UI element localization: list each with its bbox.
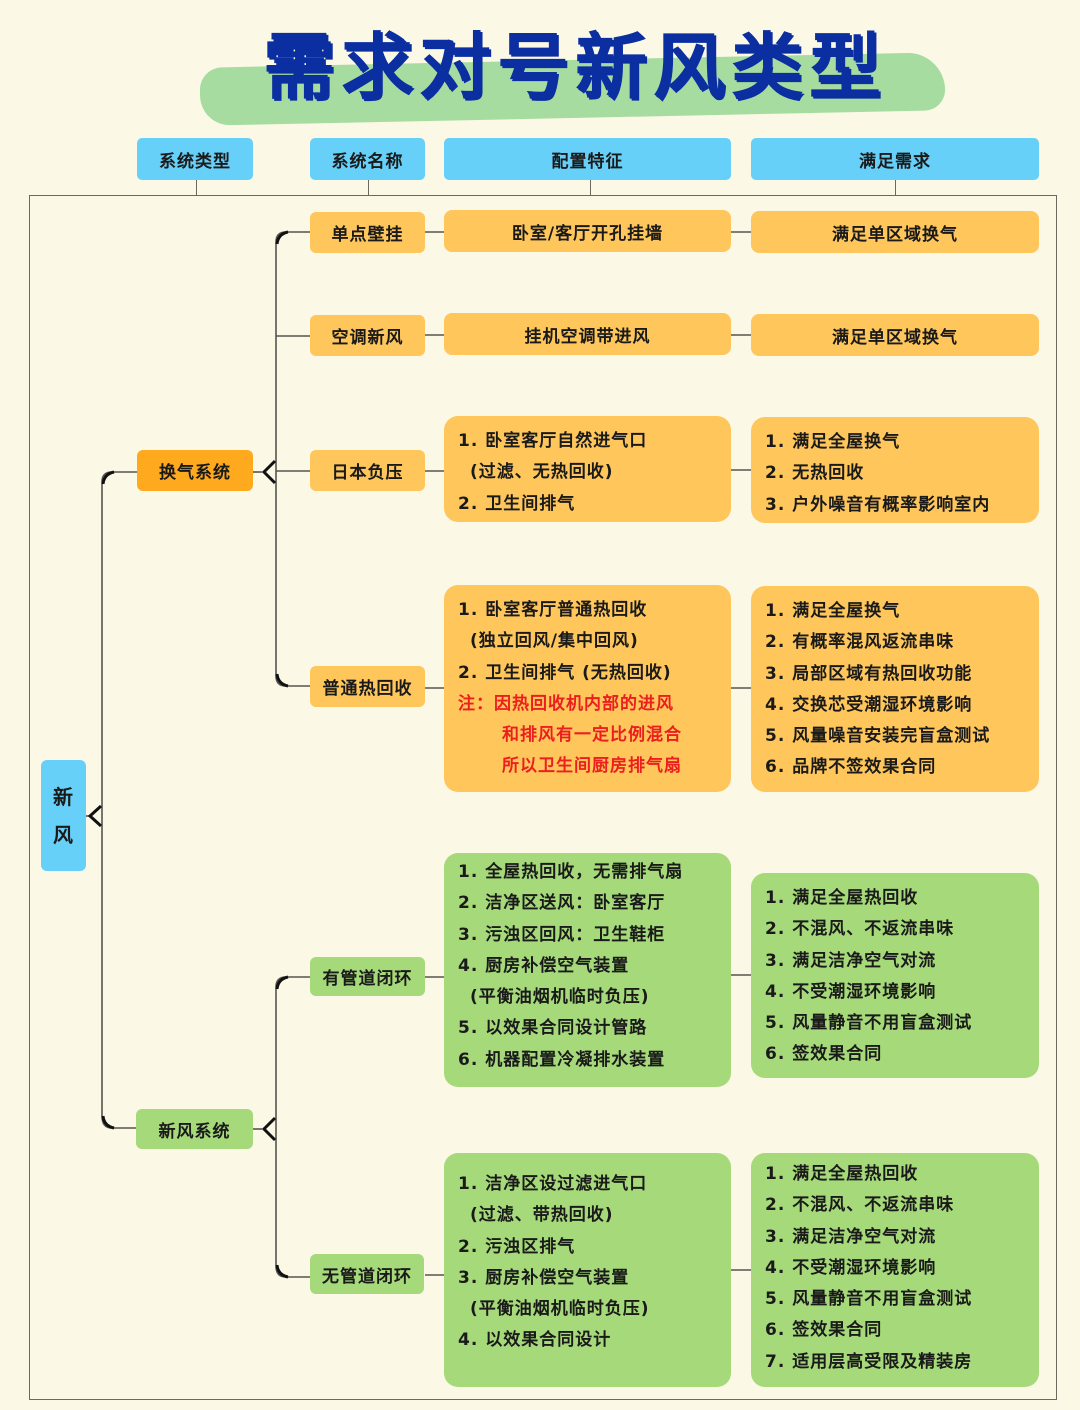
system-node-wall-mounted: 单点壁挂	[310, 212, 425, 253]
config-item: 2. 卫生间排气 (无热回收)	[458, 662, 672, 683]
needs-item: 6. 签效果合同	[765, 1320, 883, 1341]
needs-item: 2. 无热回收	[765, 463, 865, 484]
config-item: 6. 机器配置冷凝排水装置	[458, 1049, 666, 1070]
header-connector	[368, 180, 369, 195]
config-item: (平衡油烟机临时负压)	[470, 1299, 650, 1320]
system-node-ductless-closed-loop: 无管道闭环	[310, 1254, 424, 1294]
config-item: 1. 卧室客厅自然进气口	[458, 431, 648, 451]
config-item: (过滤、带热回收)	[470, 1205, 614, 1226]
config-item: 5. 以效果合同设计管路	[458, 1018, 648, 1039]
config-box: 挂机空调带进风	[444, 313, 731, 355]
config-item: 3. 污浊区回风：卫生鞋柜	[458, 924, 666, 945]
config-item: (独立回风/集中回风)	[470, 631, 639, 652]
needs-box: 1. 满足全屋热回收 2. 不混风、不返流串味 3. 满足洁净空气对流 4. 不…	[751, 1153, 1039, 1387]
note-text: 所以卫生间厨房排气扇	[502, 756, 682, 777]
needs-item: 3. 满足洁净空气对流	[765, 950, 937, 971]
header-needs: 满足需求	[751, 138, 1039, 180]
header-config: 配置特征	[444, 138, 731, 180]
needs-item: 6. 签效果合同	[765, 1044, 883, 1065]
root-label-line: 风	[53, 822, 74, 847]
config-box: 卧室/客厅开孔挂墙	[444, 210, 731, 252]
root-node: 新 风	[41, 760, 86, 871]
needs-item: 7. 适用层高受限及精装房	[765, 1351, 973, 1372]
config-item: 1. 全屋热回收，无需排气扇	[458, 862, 684, 882]
category-fresh-air: 新风系统	[136, 1109, 253, 1149]
header-system-name: 系统名称	[310, 138, 425, 180]
note-text: 注：因热回收机内部的进风	[458, 693, 674, 714]
needs-item: 3. 户外噪音有概率影响室内	[765, 494, 991, 515]
needs-item: 4. 不受潮湿环境影响	[765, 981, 937, 1002]
needs-item: 5. 风量噪音安装完盲盒测试	[765, 726, 991, 747]
config-item: 2. 卫生间排气	[458, 493, 576, 514]
header-connector	[196, 180, 197, 195]
needs-box: 1. 满足全屋换气 2. 无热回收 3. 户外噪音有概率影响室内	[751, 417, 1039, 523]
needs-item: 6. 品牌不签效果合同	[765, 757, 937, 778]
needs-item: 5. 风量静音不用盲盒测试	[765, 1289, 973, 1310]
needs-item: 2. 不混风、不返流串味	[765, 919, 955, 940]
system-node-ac-fresh-air: 空调新风	[310, 315, 425, 356]
needs-item: 1. 满足全屋热回收	[765, 1164, 919, 1184]
header-connector	[895, 180, 896, 195]
system-node-ordinary-heat-recovery: 普通热回收	[310, 666, 425, 707]
config-item: 4. 厨房补偿空气装置	[458, 955, 630, 976]
config-box: 1. 卧室客厅自然进气口 (过滤、无热回收) 2. 卫生间排气	[444, 416, 731, 522]
config-item: 4. 以效果合同设计	[458, 1330, 612, 1351]
header-connector	[590, 180, 591, 195]
config-item: (过滤、无热回收)	[470, 462, 614, 483]
system-node-ducted-closed-loop: 有管道闭环	[310, 957, 425, 996]
needs-box: 满足单区域换气	[751, 314, 1039, 356]
config-item: 1. 洁净区设过滤进气口	[458, 1174, 648, 1194]
config-item: 3. 厨房补偿空气装置	[458, 1267, 630, 1288]
needs-box: 满足单区域换气	[751, 211, 1039, 253]
config-box: 1. 洁净区设过滤进气口 (过滤、带热回收) 2. 污浊区排气 3. 厨房补偿空…	[444, 1153, 731, 1387]
config-box: 1. 卧室客厅普通热回收 (独立回风/集中回风) 2. 卫生间排气 (无热回收)…	[444, 585, 731, 792]
needs-box: 1. 满足全屋换气 2. 有概率混风返流串味 3. 局部区域有热回收功能 4. …	[751, 586, 1039, 792]
needs-item: 1. 满足全屋换气	[765, 432, 901, 452]
config-box: 1. 全屋热回收，无需排气扇 2. 洁净区送风：卧室客厅 3. 污浊区回风：卫生…	[444, 853, 731, 1087]
needs-item: 3. 局部区域有热回收功能	[765, 663, 973, 684]
config-item: 1. 卧室客厅普通热回收	[458, 600, 648, 620]
needs-item: 1. 满足全屋热回收	[765, 888, 919, 908]
needs-item: 1. 满足全屋换气	[765, 601, 901, 621]
title-banner: 需求对号新风类型	[190, 18, 960, 126]
needs-item: 4. 交换芯受潮湿环境影响	[765, 694, 973, 715]
note-text: 和排风有一定比例混合	[502, 725, 682, 746]
needs-item: 3. 满足洁净空气对流	[765, 1226, 937, 1247]
system-node-japanese-negative-pressure: 日本负压	[310, 450, 425, 491]
root-label-line: 新	[53, 784, 74, 809]
needs-item: 2. 不混风、不返流串味	[765, 1195, 955, 1216]
diagram-frame	[29, 195, 1057, 1400]
page-title: 需求对号新风类型	[262, 25, 887, 109]
category-ventilation: 换气系统	[137, 450, 253, 491]
config-item: 2. 污浊区排气	[458, 1236, 576, 1257]
needs-box: 1. 满足全屋热回收 2. 不混风、不返流串味 3. 满足洁净空气对流 4. 不…	[751, 873, 1039, 1078]
config-item: (平衡油烟机临时负压)	[470, 987, 650, 1008]
needs-item: 2. 有概率混风返流串味	[765, 632, 955, 653]
needs-item: 4. 不受潮湿环境影响	[765, 1257, 937, 1278]
header-system-type: 系统类型	[137, 138, 253, 180]
config-item: 2. 洁净区送风：卧室客厅	[458, 893, 666, 914]
needs-item: 5. 风量静音不用盲盒测试	[765, 1013, 973, 1034]
